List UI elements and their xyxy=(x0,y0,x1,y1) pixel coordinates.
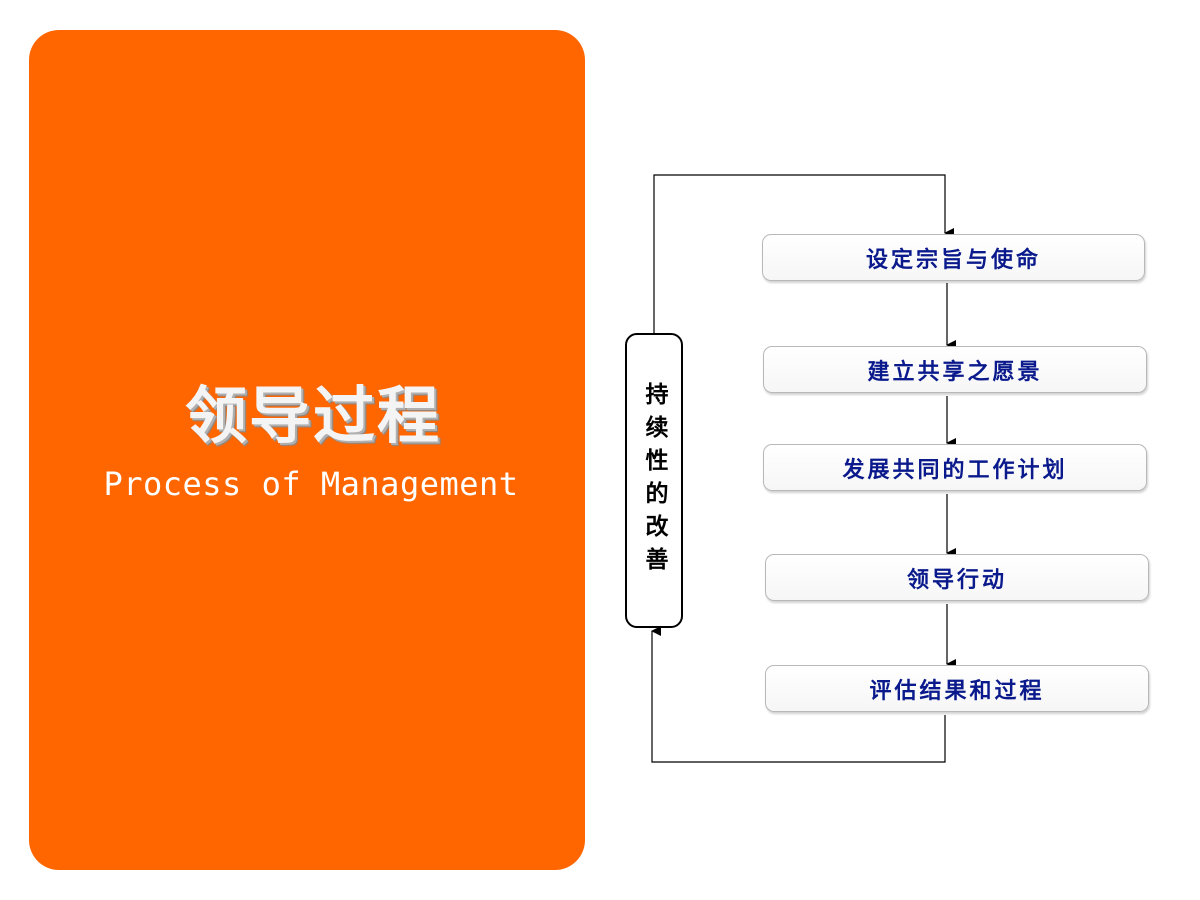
step-box-5: 评估结果和过程 xyxy=(765,665,1149,712)
step-box-2: 建立共享之愿景 xyxy=(763,346,1147,393)
step-box-4: 领导行动 xyxy=(765,554,1149,601)
continuous-improvement-box: 持续性的改善 xyxy=(625,333,683,628)
slide-title: 领导过程 xyxy=(184,379,441,452)
title-panel xyxy=(29,30,585,870)
step-label-2: 建立共享之愿景 xyxy=(867,359,1043,385)
step-box-1: 设定宗旨与使命 xyxy=(762,234,1145,281)
step-label-5: 评估结果和过程 xyxy=(869,678,1045,704)
step-box-3: 发展共同的工作计划 xyxy=(763,444,1147,491)
continuous-improvement-label: 持续性的改善 xyxy=(641,381,667,580)
slide-subtitle: Process of Management xyxy=(103,465,519,503)
step-label-1: 设定宗旨与使命 xyxy=(865,247,1041,273)
loop-feedback-connector xyxy=(651,626,946,763)
step-label-3: 发展共同的工作计划 xyxy=(842,457,1068,483)
loop-return-connector xyxy=(653,174,954,333)
step-label-4: 领导行动 xyxy=(906,567,1007,593)
